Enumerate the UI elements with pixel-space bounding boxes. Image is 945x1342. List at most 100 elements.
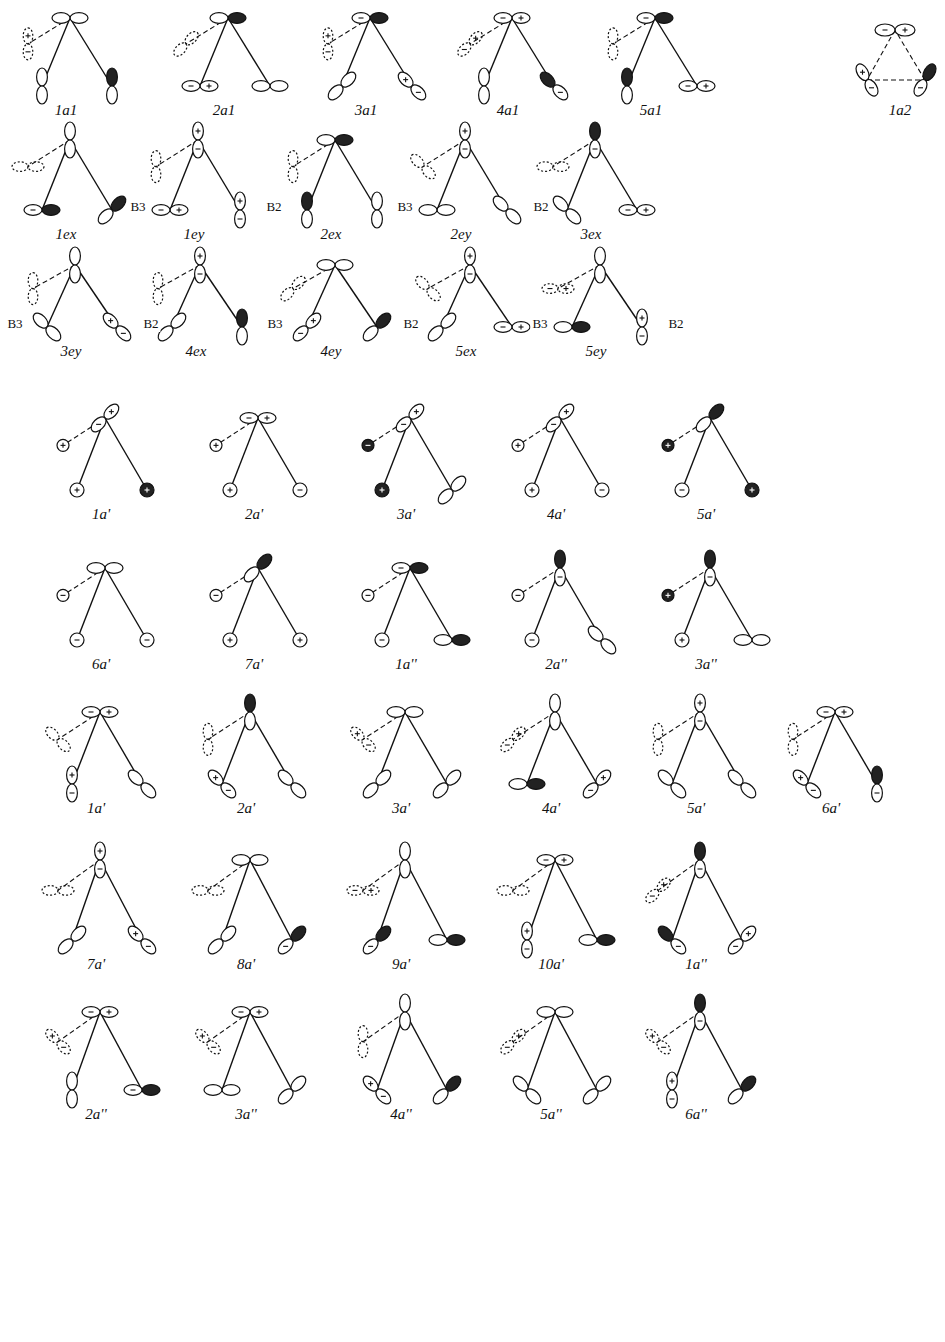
phase-sign	[145, 639, 150, 640]
orbital-label: 4a'	[545, 506, 567, 522]
orbital-label: 6a'	[820, 800, 842, 816]
p-orbital-lobe	[208, 886, 224, 896]
phase-sign	[381, 1096, 386, 1097]
phase-sign	[89, 711, 94, 712]
orbital-label: 1a''	[683, 956, 708, 972]
p-orbital-lobe	[100, 707, 118, 718]
p-orbital-lobe	[183, 29, 201, 47]
p-orbital-lobe	[228, 13, 246, 24]
phase-sign	[108, 710, 109, 715]
atom-label: B2	[264, 199, 283, 215]
p-orbital-lobe	[512, 322, 530, 333]
p-orbital-lobe	[580, 780, 600, 800]
orbital-label: 4a''	[388, 1106, 413, 1122]
s-orbital	[210, 589, 222, 601]
s-orbital	[512, 589, 524, 601]
p-orbital-lobe	[232, 855, 250, 866]
phase-sign	[75, 639, 80, 640]
dashed-bond	[156, 140, 198, 167]
dashed-bond	[658, 712, 700, 739]
bond-line	[228, 18, 270, 86]
p-orbital-lobe	[195, 265, 206, 283]
p-orbital-lobe	[527, 779, 545, 790]
p-orbital-lobe	[275, 1086, 295, 1106]
orbital-label: 6a''	[683, 1106, 708, 1122]
phase-sign	[505, 744, 510, 745]
phase-sign	[96, 424, 101, 425]
p-orbital-lobe	[608, 44, 618, 60]
phase-sign	[661, 1047, 666, 1048]
orbital-label: 4ex	[184, 343, 209, 359]
atom-label: B3	[530, 316, 549, 332]
p-orbital-lobe	[643, 1027, 661, 1045]
p-orbital-lobe	[498, 736, 516, 754]
dashed-bond	[895, 30, 925, 80]
phase-sign	[121, 333, 126, 334]
phase-sign	[525, 948, 530, 949]
phase-sign	[52, 1033, 53, 1038]
phase-sign	[327, 33, 328, 38]
p-orbital-lobe	[437, 205, 455, 216]
p-orbital-lobe	[465, 247, 476, 265]
p-orbital-lobe	[537, 855, 555, 866]
phase-sign	[676, 946, 681, 947]
atom-label: B3	[395, 199, 414, 215]
s-orbital	[70, 633, 84, 647]
p-orbital-lobe	[655, 1038, 673, 1056]
bond-line	[560, 418, 602, 490]
orbital-label: 4ey	[319, 343, 344, 359]
p-orbital-lobe	[205, 1038, 223, 1056]
p-orbital-lobe	[67, 766, 78, 784]
phase-sign	[566, 409, 567, 414]
phase-sign	[214, 595, 219, 596]
phase-sign	[680, 489, 685, 490]
s-orbital	[675, 633, 689, 647]
s-orbital	[57, 589, 69, 601]
p-orbital-lobe	[479, 68, 490, 86]
p-orbital-lobe	[513, 886, 529, 896]
p-orbital-lobe	[250, 1007, 268, 1018]
p-orbital-lobe	[317, 260, 335, 271]
bond-line	[250, 1012, 292, 1090]
s-orbital	[512, 439, 524, 451]
bond-line	[710, 418, 752, 490]
p-orbital-lobe	[555, 568, 566, 586]
p-orbital-lobe	[232, 1007, 250, 1018]
atom-label: B2	[401, 316, 420, 332]
phase-sign	[247, 417, 252, 418]
p-orbital-lobe	[693, 414, 713, 434]
p-orbital-lobe	[510, 725, 528, 743]
p-orbital-lobe	[862, 77, 880, 98]
p-orbital-lobe	[87, 563, 105, 574]
p-orbital-lobe	[28, 162, 44, 172]
s-orbital	[525, 483, 539, 497]
phase-sign	[197, 129, 198, 134]
p-orbital-lobe	[193, 140, 204, 158]
phase-sign	[650, 896, 655, 897]
bond-line	[70, 140, 112, 210]
phase-sign	[869, 87, 874, 88]
phase-sign	[520, 16, 521, 21]
orbital-label: 9a'	[390, 956, 412, 972]
p-orbital-lobe	[895, 24, 915, 36]
p-orbital-lobe	[153, 273, 163, 289]
p-orbital-lobe	[555, 1007, 573, 1018]
phase-sign	[366, 445, 371, 446]
phase-sign	[298, 333, 303, 334]
orbital-label: 1ey	[182, 226, 207, 242]
bond-line	[470, 265, 512, 327]
p-orbital-lobe	[679, 81, 697, 92]
p-orbital-lobe	[222, 1085, 240, 1096]
bond-line	[100, 1012, 142, 1090]
phase-sign	[380, 639, 385, 640]
p-orbital-lobe	[363, 886, 379, 896]
phase-sign	[381, 488, 382, 493]
p-orbital-lobe	[667, 1072, 678, 1090]
s-orbital	[662, 439, 674, 451]
p-orbital-lobe	[622, 86, 633, 104]
s-orbital	[675, 483, 689, 497]
p-orbital-lobe	[705, 550, 716, 568]
p-orbital-lobe	[372, 192, 383, 210]
phase-sign	[667, 593, 668, 598]
orbital-label: 4a'	[540, 800, 562, 816]
